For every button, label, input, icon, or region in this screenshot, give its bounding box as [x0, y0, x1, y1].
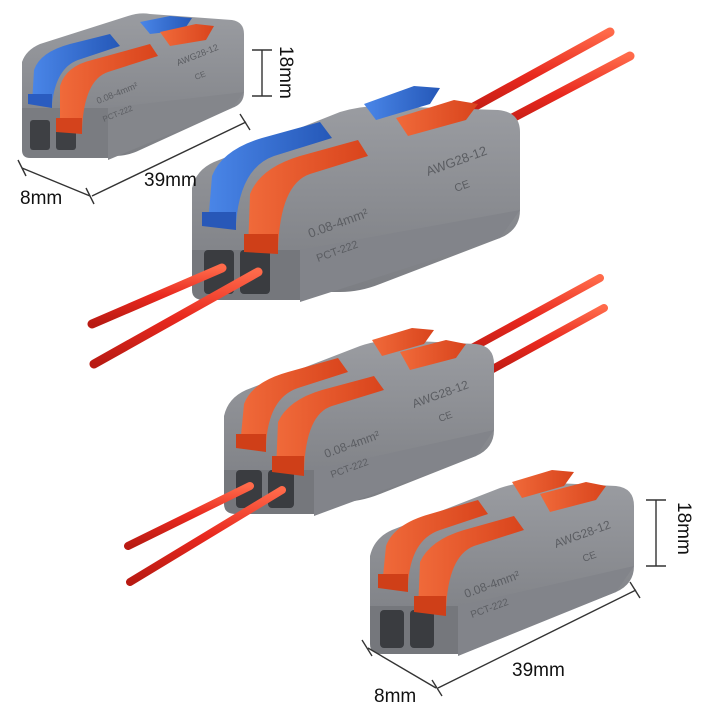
small-connector-top-left: 0.08-4mm² PCT-222 AWG28-12 CE	[22, 13, 244, 160]
large-connector-with-wires: 0.08-4mm² PCT-222 AWG28-12 CE	[87, 27, 635, 369]
width-label-bottom: 8mm	[374, 686, 417, 707]
length-label-bottom: 39mm	[512, 660, 565, 681]
connector-with-wires-orange: 0.08-4mm² PCT-222 AWG28-12 CE	[124, 274, 608, 586]
connector-bottom-right: 0.08-4mm² PCT-222 AWG28-12 CE	[370, 470, 634, 656]
ce-mark: CE	[193, 69, 207, 82]
height-label-bottom: 18mm	[673, 502, 694, 555]
width-label-top: 8mm	[20, 188, 63, 209]
ce-mark: CE	[437, 410, 454, 425]
height-label-top: 18mm	[275, 46, 296, 99]
ce-mark: CE	[453, 178, 471, 195]
length-label-top: 39mm	[144, 170, 197, 191]
dimension-lines-top	[17, 49, 272, 205]
ce-mark: CE	[581, 550, 598, 565]
dimension-lines-bottom	[361, 499, 666, 697]
